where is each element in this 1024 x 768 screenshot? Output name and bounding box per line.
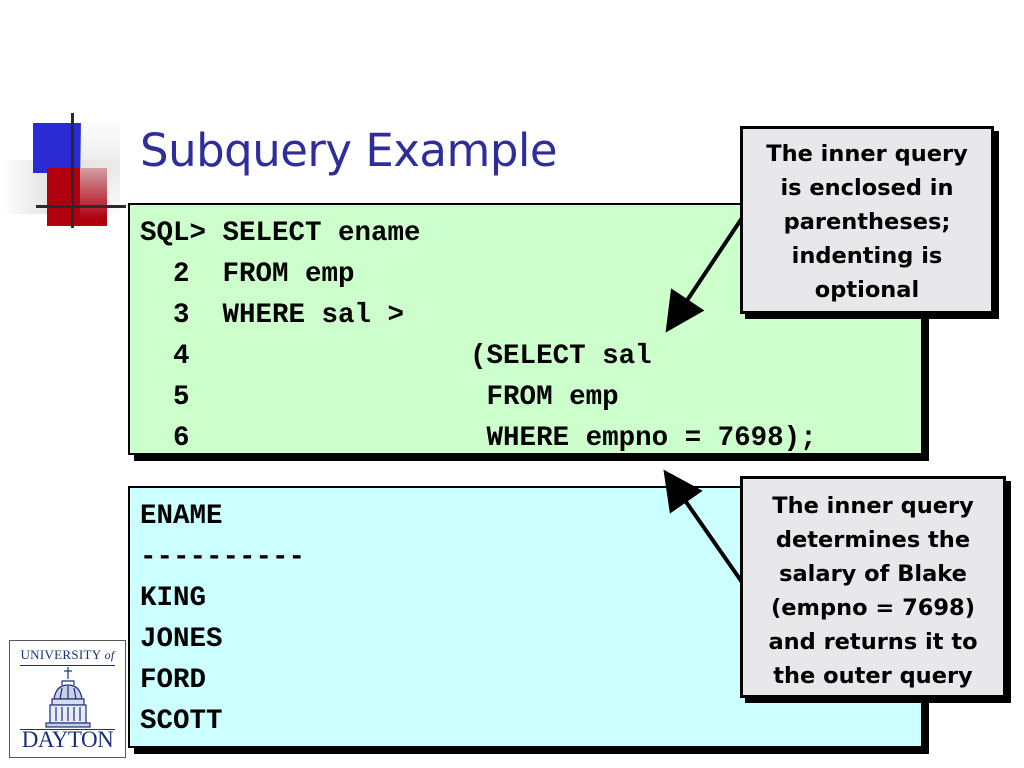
callout-inner-query-note: The inner query determines the salary of… [740, 476, 1006, 698]
callout-text: the outer query [773, 663, 973, 689]
decorative-horizontal-line [36, 205, 126, 208]
result-row: KING [140, 583, 207, 614]
result-row: FORD [140, 665, 207, 696]
result-row: JONES [140, 624, 223, 655]
result-row: SCOTT [140, 706, 223, 737]
sql-line: 5 FROM emp [140, 382, 619, 413]
sql-line: 3 WHERE sal > [140, 300, 405, 331]
callout-text: (empno = 7698) [771, 595, 975, 621]
logo-rule [20, 665, 115, 666]
callout-text: parentheses; [783, 209, 951, 235]
callout-text: The inner query [772, 493, 974, 519]
sql-line: 6 WHERE empno = 7698); [140, 423, 817, 454]
sql-line: 4 (SELECT sal [140, 341, 652, 372]
logo-top-text: UNIVERSITY of [20, 647, 115, 662]
logo-rule [20, 729, 115, 730]
callout-parentheses-note: The inner query is enclosed in parenthes… [740, 126, 994, 314]
decorative-gradient-column [80, 118, 120, 218]
logo-bottom-text: DAYTON [21, 727, 114, 752]
result-header: ENAME [140, 501, 223, 532]
callout-text: The inner query [766, 141, 968, 167]
slide-title: Subquery Example [140, 124, 558, 177]
result-separator: ---------- [140, 542, 306, 573]
callout-text: optional [814, 277, 920, 303]
callout-text: salary of Blake [779, 561, 967, 587]
sql-line: 2 FROM emp [140, 259, 355, 290]
chapel-dome-icon [45, 667, 91, 728]
callout-text: determines the [775, 527, 971, 553]
callout-text: indenting is [791, 243, 943, 269]
callout-text: is enclosed in [780, 175, 954, 201]
university-of-dayton-logo: UNIVERSITY of DAYTON [9, 640, 126, 758]
sql-line: SQL> SELECT ename [140, 218, 421, 249]
decorative-vertical-line [71, 113, 74, 228]
callout-text: and returns it to [768, 629, 978, 655]
